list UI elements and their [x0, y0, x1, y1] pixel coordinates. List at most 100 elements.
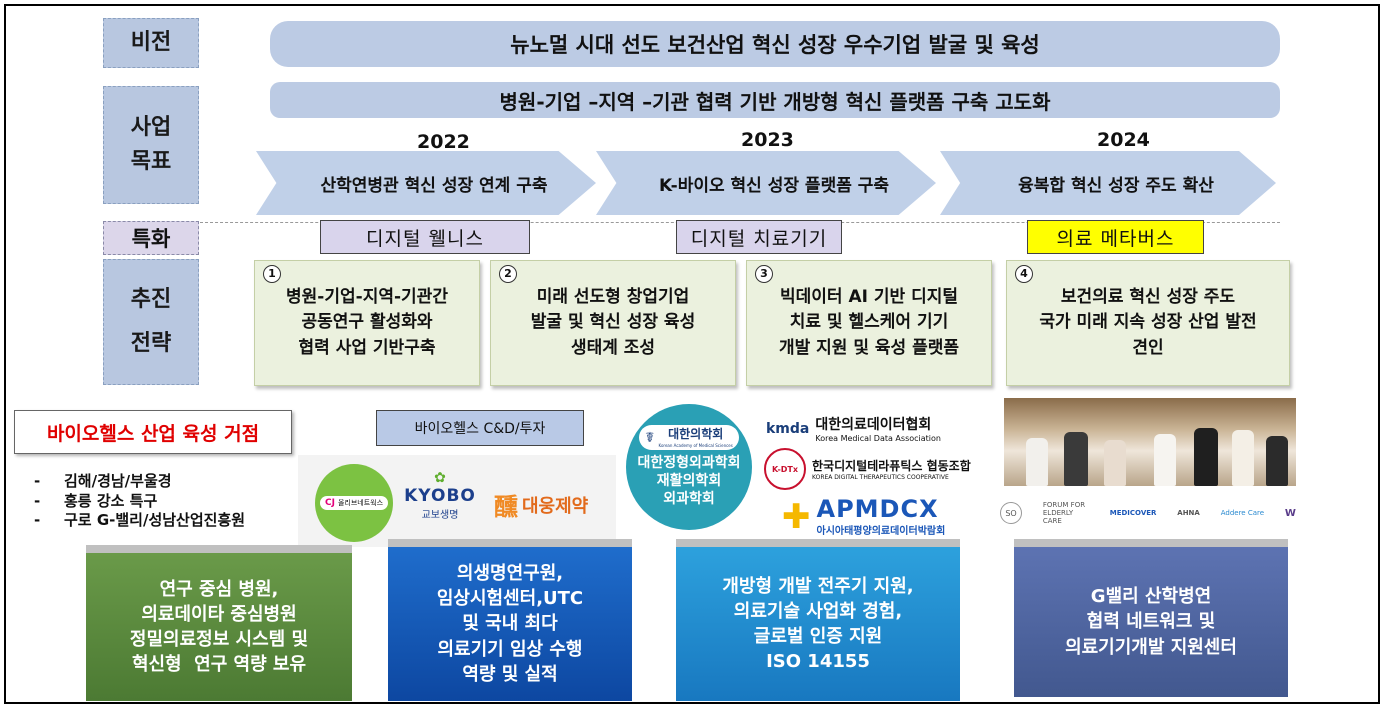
- strategy-label: 추진 전략: [103, 259, 199, 385]
- vision-label: 비전: [103, 18, 199, 68]
- w-logo: W: [1284, 507, 1296, 519]
- strategy-2-line-1: 미래 선도형 창업기업: [536, 286, 690, 307]
- capability-3-line-4: ISO 14155: [766, 651, 870, 673]
- capability-4-line-2: 협력 네트워크 및: [1086, 611, 1216, 633]
- kdtc-name-en: KOREA DIGITAL THERAPEUTICS COOPERATIVE: [812, 474, 949, 481]
- specialty-text-2: 디지털 치료기기: [690, 227, 828, 250]
- strategy-4-line-3: 견인: [1132, 337, 1164, 358]
- capability-box-4: G밸리 산학병연 협력 네트워크 및 의료기기개발 지원센터: [1014, 547, 1288, 697]
- goal-statement: 병원-기업 –지역 –기관 협력 기반 개방형 혁신 플랫폼 구축 고도화: [270, 82, 1280, 118]
- hub-location-3: -구로 G-밸리/성남산업진흥원: [34, 511, 246, 529]
- so-logo: SO: [1000, 502, 1022, 524]
- strategy-1-line-2: 공동연구 활성화와: [301, 312, 433, 333]
- strategy-2-line-3: 생태계 조성: [570, 337, 656, 358]
- cj-text: 올리브네트웍스: [337, 499, 384, 507]
- specialty-text-1: 디지털 웰니스: [366, 227, 484, 250]
- strategy-label-line1: 추진: [130, 287, 172, 312]
- strategy-box-4: 4 보건의료 혁신 성장 주도 국가 미래 지속 성장 산업 발전 견인: [1006, 260, 1290, 386]
- capability-1-line-1: 연구 중심 병원,: [159, 578, 279, 600]
- conference-photo: [1004, 398, 1296, 486]
- medicover-logo: MEDICOVER: [1109, 509, 1157, 517]
- specialty-digital-wellness: 디지털 웰니스: [320, 220, 530, 254]
- kyobo-name-ko: 교보생명: [421, 510, 459, 521]
- hub-title: 바이오헬스 산업 육성 거점: [14, 410, 292, 454]
- forum-elderly-logo: FORUM FOR ELDERLY CARE: [1042, 501, 1086, 525]
- strategy-4-line-1: 보건의료 혁신 성장 주도: [1060, 286, 1236, 307]
- medical-societies-logo: ☤ 대한의학회 Korean Academy of Medical Scienc…: [626, 404, 752, 530]
- strategy-label-line2: 전략: [130, 331, 172, 356]
- roadmap-arrow-2023: K-바이오 혁신 성장 플랫폼 구축: [596, 151, 936, 215]
- roadmap-arrow-2022: 산학연병관 혁신 성장 연계 구축: [256, 151, 596, 215]
- apmdcx-subtitle: 아시아태평양의료데이터박람회: [816, 526, 946, 538]
- capability-1-line-2: 의료데이타 중심병원: [141, 603, 297, 625]
- society-orthopedic: 대한정형외과학회: [637, 455, 741, 472]
- strategy-3-line-1: 빅데이터 AI 기반 디지털: [780, 286, 958, 307]
- daewoong-mark-icon: 醺: [494, 493, 518, 521]
- ahna-logo: AHNA: [1177, 509, 1200, 517]
- hub-location-2: -홍릉 강소 특구: [34, 491, 158, 510]
- kdtc-logo: K-DTx 한국디지털테라퓨틱스 협동조합 KOREA DIGITAL THER…: [764, 448, 971, 490]
- apmdcx-logo: ✚ APMDCX 아시아태평양의료데이터박람회: [782, 495, 946, 538]
- specialty-digital-therapeutics: 디지털 치료기기: [676, 220, 842, 254]
- capability-3-line-1: 개방형 개발 전주기 지원,: [722, 575, 914, 597]
- vision-label-text: 비전: [130, 29, 172, 55]
- special-label: 특화: [103, 221, 199, 255]
- kmda-name-ko: 대한의료데이터협회: [815, 417, 932, 433]
- goal-text: 병원-기업 –지역 –기관 협력 기반 개방형 혁신 플랫폼 구축 고도화: [499, 89, 1051, 114]
- capability-4-line-1: G밸리 산학병연: [1090, 586, 1212, 608]
- apmdcx-cross-icon: ✚: [782, 496, 811, 537]
- kams-name-en: Korean Academy of Medical Sciences: [658, 442, 733, 448]
- kmda-mark: kmda: [766, 420, 810, 437]
- kmda-logo: kmda 대한의료데이터협회 Korea Medical Data Associ…: [766, 414, 941, 443]
- capability-box-3: 개방형 개발 전주기 지원, 의료기술 사업화 경험, 글로벌 인증 지원 IS…: [676, 547, 960, 701]
- roadmap-text-2023: K-바이오 혁신 성장 플랫폼 구축: [658, 175, 890, 196]
- hub-location-list: -김해/경남/부울경 -홍릉 강소 특구 -구로 G-밸리/성남산업진흥원: [34, 472, 245, 531]
- kams-badge: ☤ 대한의학회 Korean Academy of Medical Scienc…: [639, 425, 739, 451]
- addere-logo: Addere Care: [1220, 509, 1265, 517]
- kams-name-ko: 대한의학회: [668, 427, 724, 442]
- vision-statement: 뉴노멀 시대 선도 보건산업 혁신 성장 우수기업 발굴 및 육성: [270, 21, 1280, 67]
- daewoong-name: 대웅제약: [522, 495, 589, 517]
- strategy-2-line-2: 발굴 및 혁신 성장 육성: [530, 312, 696, 333]
- hub-location-1: -김해/경남/부울경: [34, 472, 172, 490]
- strategy-3-line-3: 개발 지원 및 육성 플랫폼: [778, 337, 960, 358]
- kyobo-leaf-icon: ✿: [434, 470, 446, 486]
- strategy-box-2: 2 미래 선도형 창업기업 발굴 및 혁신 성장 육성 생태계 조성: [490, 260, 736, 386]
- specialty-text-3: 의료 메타버스: [1056, 227, 1175, 250]
- capability-2-line-3: 및 국내 최다: [462, 613, 558, 635]
- kyobo-name-en: KYOBO: [404, 486, 476, 506]
- diagram-frame: [4, 4, 1380, 704]
- year-2022: 2022: [417, 131, 470, 153]
- kdtc-emblem-icon: K-DTx: [764, 448, 806, 490]
- capability-4-line-3: 의료기기개발 지원센터: [1065, 636, 1237, 658]
- capability-2-line-4: 의료기기 임상 수행: [437, 638, 583, 660]
- capability-2-line-5: 역량 및 실적: [462, 663, 558, 685]
- society-surgery: 외과학회: [663, 491, 715, 508]
- kyobo-logo: ✿ KYOBO 교보생명: [404, 470, 476, 521]
- strategy-number-4: 4: [1015, 265, 1033, 283]
- capability-2-line-2: 임상시험센터,UTC: [436, 588, 584, 610]
- special-label-text: 특화: [131, 227, 171, 251]
- cj-oliveworks-logo: CJ 올리브네트웍스: [315, 464, 393, 542]
- society-rehab: 재활의학회: [656, 473, 722, 490]
- strategy-box-3: 3 빅데이터 AI 기반 디지털 치료 및 헬스케어 기기 개발 지원 및 육성…: [746, 260, 992, 386]
- specialty-medical-metaverse: 의료 메타버스: [1027, 220, 1204, 254]
- kmda-name-en: Korea Medical Data Association: [815, 434, 941, 443]
- strategy-number-1: 1: [263, 265, 281, 283]
- goal-label-line2: 목표: [130, 149, 172, 174]
- strategy-1-line-3: 협력 사업 기반구축: [298, 337, 436, 358]
- caduceus-icon: ☤: [645, 429, 655, 446]
- capability-2-line-1: 의생명연구원,: [456, 563, 564, 585]
- daewoong-logo: 醺 대웅제약: [494, 487, 588, 522]
- invest-label: 바이오헬스 C&D/투자: [376, 410, 584, 446]
- strategy-3-line-2: 치료 및 헬스케어 기기: [789, 312, 949, 333]
- roadmap-text-2024: 융복합 혁신 성장 주도 확산: [1018, 175, 1214, 196]
- year-2023: 2023: [741, 129, 794, 151]
- apmdcx-name: APMDCX: [816, 495, 939, 523]
- cj-mark: CJ: [324, 498, 335, 508]
- roadmap-text-2022: 산학연병관 혁신 성장 연계 구축: [320, 175, 548, 196]
- invest-label-text: 바이오헬스 C&D/투자: [414, 421, 546, 437]
- year-2024: 2024: [1097, 129, 1150, 151]
- strategy-box-1: 1 병원-기업-지역-기관간 공동연구 활성화와 협력 사업 기반구축: [254, 260, 480, 386]
- capability-3-line-2: 의료기술 사업화 경험,: [733, 600, 903, 622]
